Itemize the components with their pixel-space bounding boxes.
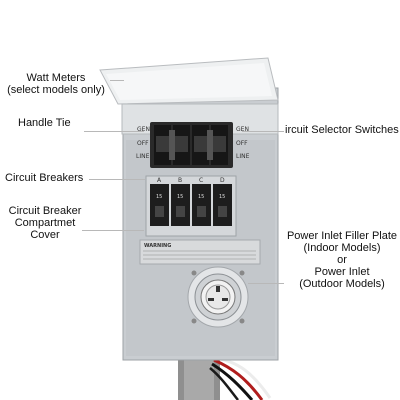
callout-selector-switches: ircuit Selector Switches — [285, 124, 399, 136]
breaker-letter-d: D — [220, 177, 225, 184]
switch-label-off-left: OFF — [137, 140, 149, 147]
switch-label-gen-left: GEN — [137, 126, 150, 133]
power-inlet — [187, 266, 249, 328]
leader-selector-switches — [242, 131, 284, 132]
panel-lid — [99, 57, 279, 135]
breaker-rating-d: 15 — [219, 194, 225, 200]
switch-label-off-right: OFF — [236, 140, 248, 147]
breaker-compartment — [145, 175, 237, 237]
callout-circuit-breakers: Circuit Breakers — [5, 172, 84, 184]
breaker-letter-a: A — [157, 177, 162, 184]
selector-switch-panel — [150, 122, 233, 168]
leader-watt-meters — [110, 80, 124, 81]
breaker-rating-b: 15 — [177, 194, 183, 200]
switch-label-line-right: LINE — [236, 153, 250, 160]
callout-handle-tie: Handle Tie — [18, 117, 71, 129]
breaker-letter-b: B — [178, 177, 182, 184]
breaker-letter-c: C — [199, 177, 203, 184]
warning-title: WARNING — [144, 243, 171, 249]
breaker-rating-a: 15 — [156, 194, 162, 200]
switch-label-line-left: LINE — [136, 153, 150, 160]
callout-power-inlet: Power Inlet Filler Plate (Indoor Models)… — [286, 230, 398, 290]
warning-label — [139, 239, 261, 265]
leader-handle-tie — [84, 131, 144, 132]
callout-breaker-cover: Circuit Breaker Compartmet Cover — [8, 205, 82, 241]
callout-watt-meters: Watt Meters (select models only) — [7, 72, 105, 96]
breaker-rating-c: 15 — [198, 194, 204, 200]
leader-breaker-cover — [82, 230, 144, 231]
leader-power-inlet — [248, 283, 284, 284]
switch-label-gen-right: GEN — [236, 126, 249, 133]
leader-circuit-breakers — [89, 179, 145, 180]
